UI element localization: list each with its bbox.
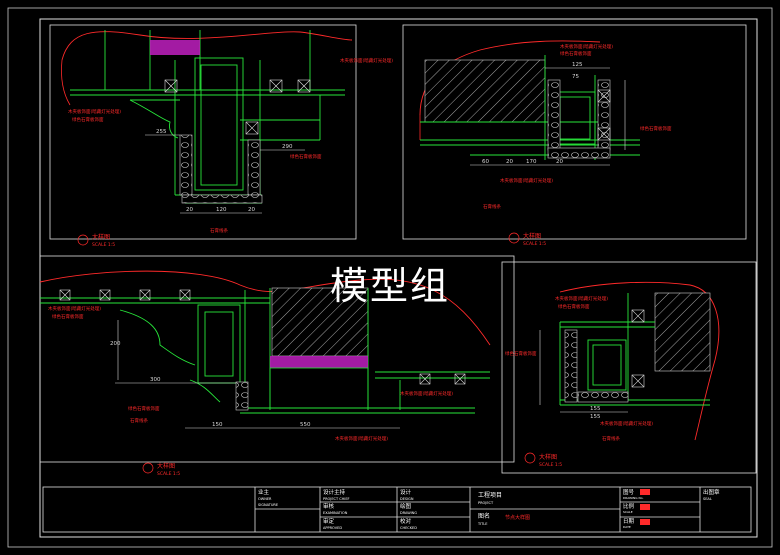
dim-d3-b: 300 bbox=[150, 377, 161, 383]
dim-d4-b: 155 bbox=[590, 414, 601, 420]
detail-2: 125 75 60 20 170 20 木夹板饰面(暗藏灯光处理) 绿色石膏板饰… bbox=[402, 24, 747, 247]
detail-4-label: 大样图 bbox=[539, 453, 557, 461]
detail-4: 155 155 木夹板饰面(暗藏灯光处理) 绿色石膏板饰面 绿色石膏板饰面 木夹… bbox=[501, 261, 757, 474]
tb-review-en: EXAMINATION bbox=[323, 511, 348, 515]
tb-date-en: DATE bbox=[623, 525, 631, 529]
tb-ratio-mark bbox=[640, 504, 650, 510]
tb-stamp-en: SEAL bbox=[703, 497, 712, 501]
tb-chief-en: PROJECT CHIEF bbox=[323, 497, 350, 501]
tb-check-label: 校对 bbox=[400, 517, 412, 525]
tb-draw-label: 绘图 bbox=[400, 502, 412, 510]
dim-d2-e: 170 bbox=[526, 159, 537, 165]
note-1d: 绿色石膏板饰面 bbox=[290, 153, 322, 160]
detail-3-label: 大样图 bbox=[157, 462, 175, 470]
note-2c: 绿色石膏板饰面 bbox=[640, 125, 672, 132]
note-3f: 木夹板饰面(暗藏灯光处理) bbox=[335, 435, 388, 442]
dim-d1-c: 20 bbox=[186, 207, 193, 213]
note-4e: 石膏线条 bbox=[602, 435, 620, 442]
tb-approve-label: 审定 bbox=[323, 517, 335, 525]
note-1b: 绿色石膏板饰面 bbox=[72, 116, 104, 123]
detail-3: 200 300 150 550 木夹板饰面(暗藏灯光处理) 绿色石膏板饰面 绿色… bbox=[39, 255, 515, 477]
detail-1-label: 大样图 bbox=[92, 233, 110, 241]
tb-no-mark bbox=[640, 489, 650, 495]
tb-date-mark bbox=[640, 519, 650, 525]
tb-drawing-name: 节点大样图 bbox=[505, 514, 530, 521]
note-1a: 木夹板饰面(暗藏灯光处理) bbox=[68, 108, 121, 115]
dim-d2-b: 75 bbox=[572, 74, 579, 80]
detail-2-scale: SCALE 1:5 bbox=[523, 241, 546, 247]
note-3d: 石膏线条 bbox=[130, 417, 148, 424]
tb-owner-en2: SIGNATURE bbox=[258, 503, 278, 507]
tb-no-en: DRAWING No. bbox=[623, 496, 644, 500]
dim-d3-c: 150 bbox=[212, 422, 223, 428]
tb-date-label: 日期 bbox=[623, 518, 635, 525]
tb-design-label: 设计 bbox=[400, 488, 412, 496]
dim-d2-c: 60 bbox=[482, 159, 489, 165]
dim-d1-b: 255 bbox=[156, 129, 167, 135]
watermark: 模型组 bbox=[330, 264, 451, 308]
title-block bbox=[42, 486, 752, 533]
dim-d3-a: 200 bbox=[110, 341, 121, 347]
note-3b: 绿色石膏板饰面 bbox=[52, 313, 84, 320]
dim-d2-a: 125 bbox=[572, 62, 583, 68]
dim-d2-f: 20 bbox=[556, 159, 563, 165]
tb-drawing-en: TITLE bbox=[477, 522, 487, 526]
tb-owner-label: 业主 bbox=[258, 488, 270, 496]
tb-project-en: PROJECT bbox=[478, 501, 494, 505]
dim-d3-d: 550 bbox=[300, 422, 311, 428]
dim-d4-a: 155 bbox=[590, 406, 601, 412]
note-2b: 绿色石膏板饰面 bbox=[560, 50, 592, 57]
dim-d1-a: 290 bbox=[282, 144, 293, 150]
tb-ratio-label: 比例 bbox=[623, 502, 635, 510]
note-1e: 石膏线条 bbox=[210, 227, 228, 234]
detail-1: 290 255 20 120 20 木夹板饰面(暗藏灯光处理) 绿色石膏板饰面 … bbox=[49, 24, 393, 248]
tb-ratio-en: SCALE bbox=[623, 510, 633, 514]
note-3a: 木夹板饰面(暗藏灯光处理) bbox=[48, 305, 101, 312]
note-1c: 木夹板饰面(暗藏灯光处理) bbox=[340, 57, 393, 64]
tb-review-label: 审核 bbox=[323, 502, 335, 510]
note-2d: 木夹板饰面(暗藏灯光处理) bbox=[500, 177, 553, 184]
note-2a: 木夹板饰面(暗藏灯光处理) bbox=[560, 43, 613, 50]
tb-approve-en: APPROVED bbox=[323, 526, 342, 530]
note-3e: 木夹板饰面(暗藏灯光处理) bbox=[400, 390, 453, 397]
note-4a: 木夹板饰面(暗藏灯光处理) bbox=[555, 295, 608, 302]
note-4d: 木夹板饰面(暗藏灯光处理) bbox=[600, 420, 653, 427]
dim-d1-e: 20 bbox=[248, 207, 255, 213]
tb-stamp-label: 出图章 bbox=[703, 488, 720, 496]
sheet-outer-border bbox=[7, 7, 773, 548]
tb-no-label: 图号 bbox=[623, 488, 635, 496]
tb-project-label: 工程项目 bbox=[478, 491, 502, 499]
tb-drawing-label: 图名 bbox=[478, 512, 490, 520]
detail-2-label: 大样图 bbox=[523, 232, 541, 240]
detail-4-scale: SCALE 1:5 bbox=[539, 462, 562, 468]
note-4c: 绿色石膏板饰面 bbox=[505, 350, 537, 357]
tb-draw-en: DRAWING bbox=[400, 511, 417, 515]
note-3c: 绿色石膏板饰面 bbox=[128, 405, 160, 412]
detail-1-scale: SCALE 1:5 bbox=[92, 242, 115, 248]
tb-chief-label: 设计主持 bbox=[323, 488, 346, 496]
dim-d1-d: 120 bbox=[216, 207, 227, 213]
tb-design-en: DESIGN bbox=[400, 497, 414, 501]
tb-check-en: CHECKED bbox=[400, 526, 417, 530]
note-2e: 石膏线条 bbox=[483, 203, 501, 210]
note-4b: 绿色石膏板饰面 bbox=[558, 303, 590, 310]
detail-3-scale: SCALE 1:5 bbox=[157, 471, 180, 477]
tb-owner-en: OWNER bbox=[258, 497, 272, 501]
dim-d2-d: 20 bbox=[506, 159, 513, 165]
